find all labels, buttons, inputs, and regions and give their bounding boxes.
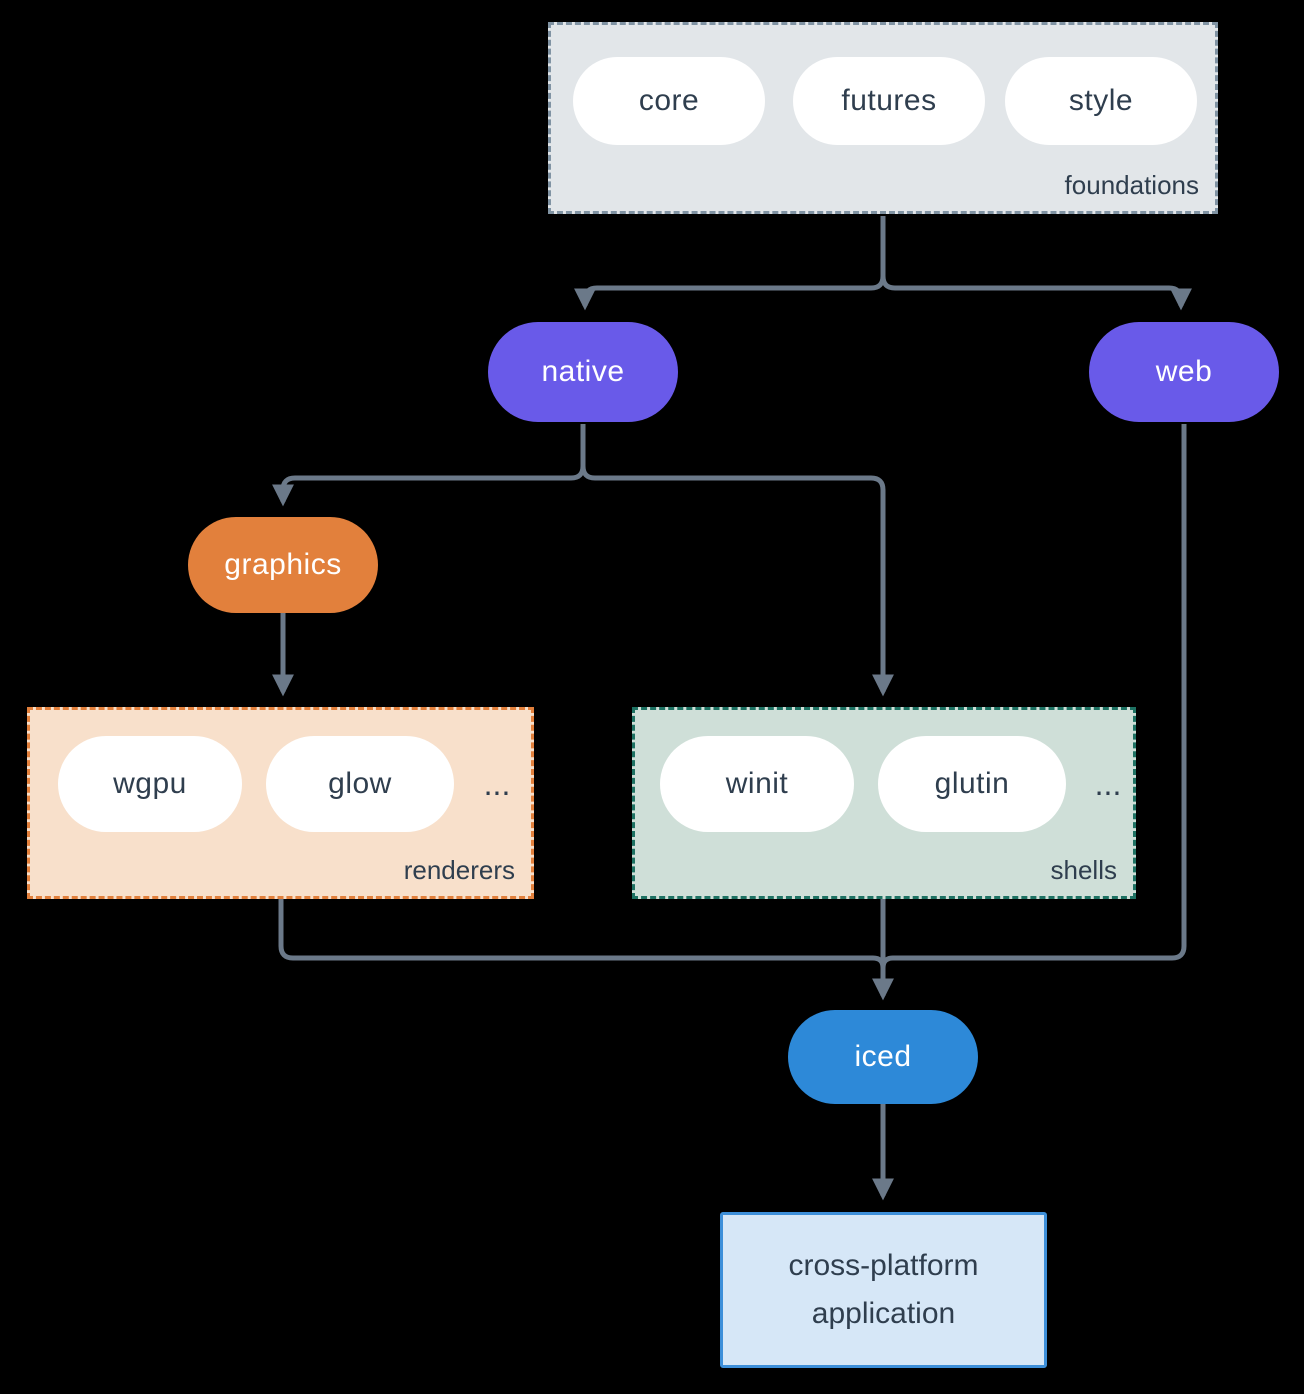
node-glow: glow <box>266 736 454 832</box>
node-wgpu-label: wgpu <box>113 767 187 800</box>
connector-native-to-shells <box>580 424 895 697</box>
node-glutin: glutin <box>878 736 1066 832</box>
renderers-group: wgpu glow ... renderers <box>27 707 534 899</box>
node-native: native <box>488 322 678 422</box>
node-winit: winit <box>660 736 854 832</box>
connector-foundations-to-web <box>880 216 1193 311</box>
node-glow-label: glow <box>328 767 392 800</box>
shells-group-label: shells <box>1050 855 1117 885</box>
node-web-label: web <box>1155 355 1213 388</box>
cross-platform-application-label: cross-platform application <box>788 1249 979 1330</box>
connector-native-to-graphics <box>271 424 586 507</box>
node-core-label: core <box>638 84 700 117</box>
node-graphics: graphics <box>188 517 378 613</box>
node-futures-label: futures <box>841 84 937 117</box>
node-iced-label: iced <box>854 1040 912 1073</box>
node-style-label: style <box>1068 84 1134 117</box>
foundations-group: core futures style foundations <box>548 22 1218 214</box>
renderers-group-label: renderers <box>403 855 515 885</box>
connector-renderers-to-merge <box>278 899 886 969</box>
node-web: web <box>1089 322 1279 422</box>
cross-platform-application-box: cross-platform application <box>720 1212 1047 1368</box>
node-native-label: native <box>541 355 625 388</box>
node-core: core <box>573 57 765 145</box>
node-futures: futures <box>793 57 985 145</box>
renderers-ellipsis: ... <box>483 765 511 802</box>
node-style: style <box>1005 57 1197 145</box>
node-wgpu: wgpu <box>58 736 242 832</box>
connector-foundations-to-native <box>573 216 886 311</box>
shells-ellipsis: ... <box>1094 765 1122 802</box>
node-glutin-label: glutin <box>934 767 1010 800</box>
node-winit-label: winit <box>725 767 789 800</box>
shells-group: winit glutin ... shells <box>632 707 1136 899</box>
node-graphics-label: graphics <box>224 548 342 581</box>
foundations-group-label: foundations <box>1064 170 1199 200</box>
node-iced: iced <box>788 1010 978 1104</box>
